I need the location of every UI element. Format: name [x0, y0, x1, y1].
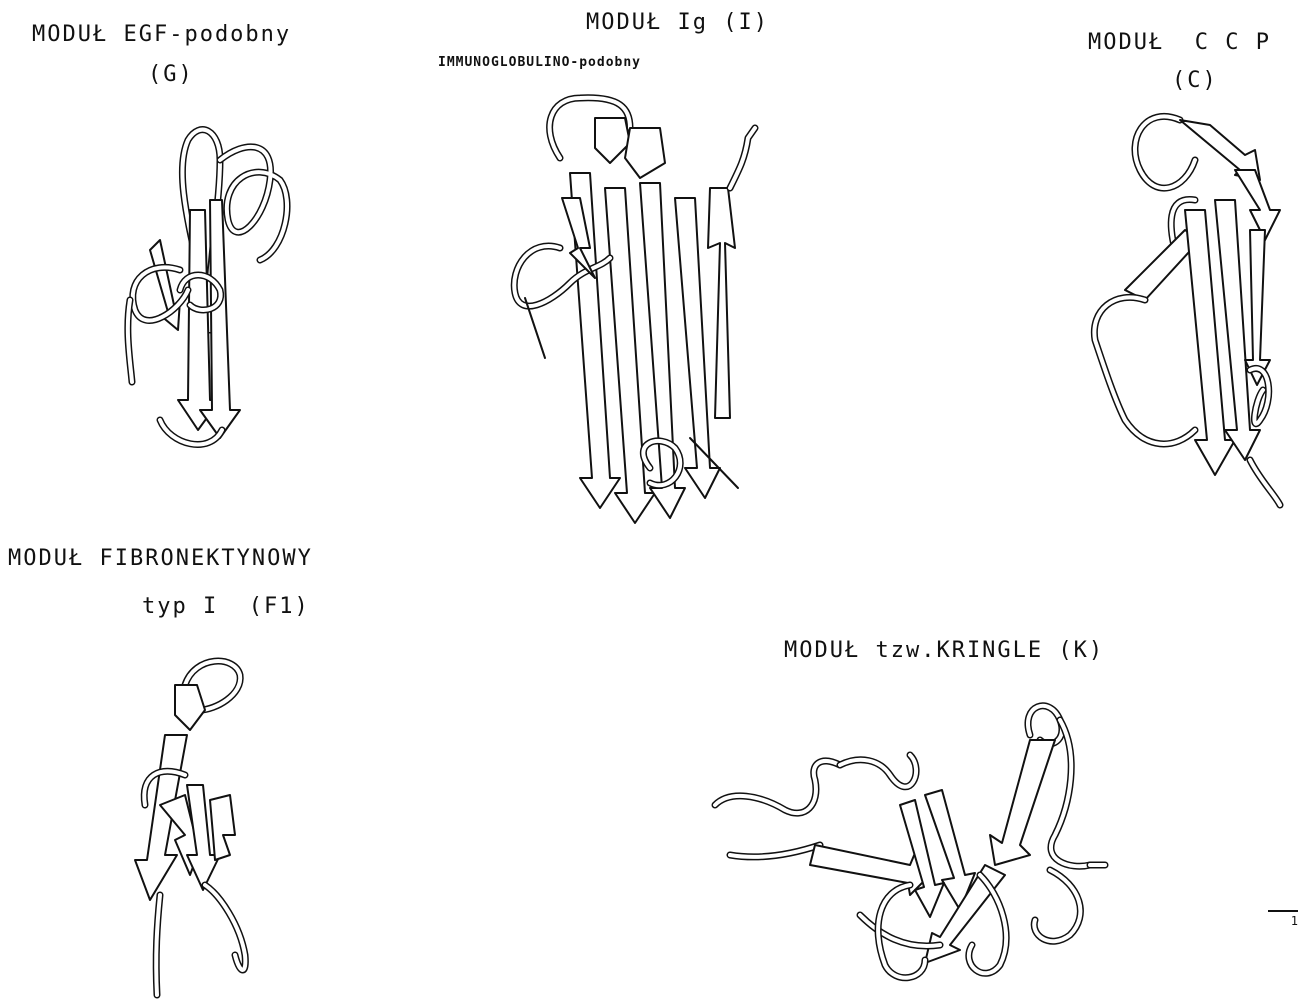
ig-module-title: MODUŁ Ig (I): [586, 12, 769, 34]
egf-module-structure: [70, 120, 310, 460]
page-number: 1: [1268, 910, 1298, 928]
ccp-module-structure: [1085, 100, 1300, 520]
egf-module-code: (G): [148, 64, 194, 86]
kringle-module-structure: [710, 695, 1110, 990]
fibronectin-module-structure: [105, 655, 265, 1000]
egf-module-title: MODUŁ EGF-podobny: [32, 24, 291, 46]
kringle-module-title: MODUŁ tzw.KRINGLE (K): [784, 640, 1104, 662]
ig-module-structure: [500, 88, 780, 533]
fibronectin-module-title: MODUŁ FIBRONEKTYNOWY: [8, 548, 313, 570]
fibronectin-module-subtitle: typ I (F1): [142, 596, 310, 618]
ccp-module-title: MODUŁ C C P: [1088, 32, 1271, 54]
ig-module-subtitle: IMMUNOGLOBULINO-podobny: [438, 56, 641, 69]
ccp-module-code: (C): [1172, 70, 1218, 92]
